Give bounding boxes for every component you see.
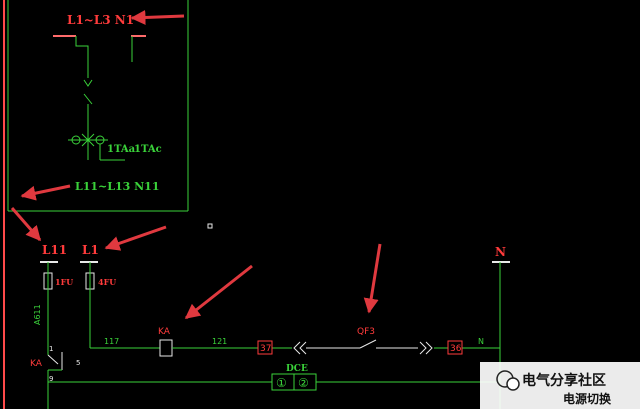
terminal-2-label: ②	[298, 376, 309, 390]
tag-37-box	[257, 340, 273, 355]
dce-label: DCE	[286, 364, 308, 374]
inset-ct-c-label: 1TAc	[134, 144, 162, 155]
breaker-qf3-contact	[359, 339, 377, 349]
relay-ka-left-label: KA	[30, 359, 43, 369]
ka-contact: 1 5 9 KA	[30, 345, 80, 409]
breaker-qf3-label: QF3	[357, 327, 375, 337]
connector-left-icon	[293, 341, 307, 355]
inset-switch	[83, 93, 93, 105]
wire-n-label: N	[478, 337, 484, 346]
wire-121-label: 121	[212, 337, 227, 346]
connector-right-icon	[419, 341, 433, 355]
relay-ka-label: KA	[158, 327, 171, 337]
relay-ka-coil	[159, 339, 173, 357]
cursor-marker	[207, 223, 213, 229]
branch-l1: L1 4FU	[80, 243, 116, 348]
inset-ct-symbols	[68, 133, 125, 161]
branch-l11: L11 1FU A611	[33, 243, 73, 355]
tag-36-box	[447, 340, 463, 355]
wire-117-label: 117	[104, 337, 119, 346]
inset-bottom-label: L11~L13 N11	[75, 180, 160, 193]
contact-5-label: 5	[76, 359, 80, 367]
arrow-ka	[184, 264, 253, 320]
inset-ct-a-label: 1TAa	[107, 144, 136, 155]
watermark-caption: 电源切换	[563, 391, 612, 406]
arrow-inset-top	[130, 9, 185, 25]
contact-9-label: 9	[49, 375, 53, 383]
annotation-arrows	[10, 9, 382, 320]
arrow-inset-bottom	[20, 184, 71, 201]
node-l11-label: L11	[42, 243, 67, 257]
arrow-l11	[10, 207, 42, 242]
inset-panel: L1~L3 N1 1TAa 1TAc L11~L13 N11	[7, 0, 189, 212]
node-l1-label: L1	[82, 243, 99, 257]
watermark-name: 电气分享社区	[522, 372, 606, 389]
contact-1-label: 1	[49, 345, 53, 353]
wire-a611-label: A611	[33, 304, 42, 325]
node-n-label: N	[495, 245, 506, 259]
dce-line: DCE ① ②	[48, 364, 500, 391]
watermark: 电气分享社区 电源切换	[480, 362, 640, 409]
tag-37-label: 37	[260, 344, 271, 354]
fuse-4fu-label: 4FU	[98, 277, 116, 287]
fuse-1fu-label: 1FU	[55, 277, 73, 287]
terminal-1-label: ①	[276, 376, 287, 390]
tag-36-label: 36	[450, 344, 462, 354]
arrow-qf3	[363, 243, 382, 314]
control-line: 37 36 117 121 KA QF3 N	[90, 327, 500, 357]
arrow-l1	[104, 225, 167, 251]
inset-top-label: L1~L3 N1	[67, 13, 134, 27]
